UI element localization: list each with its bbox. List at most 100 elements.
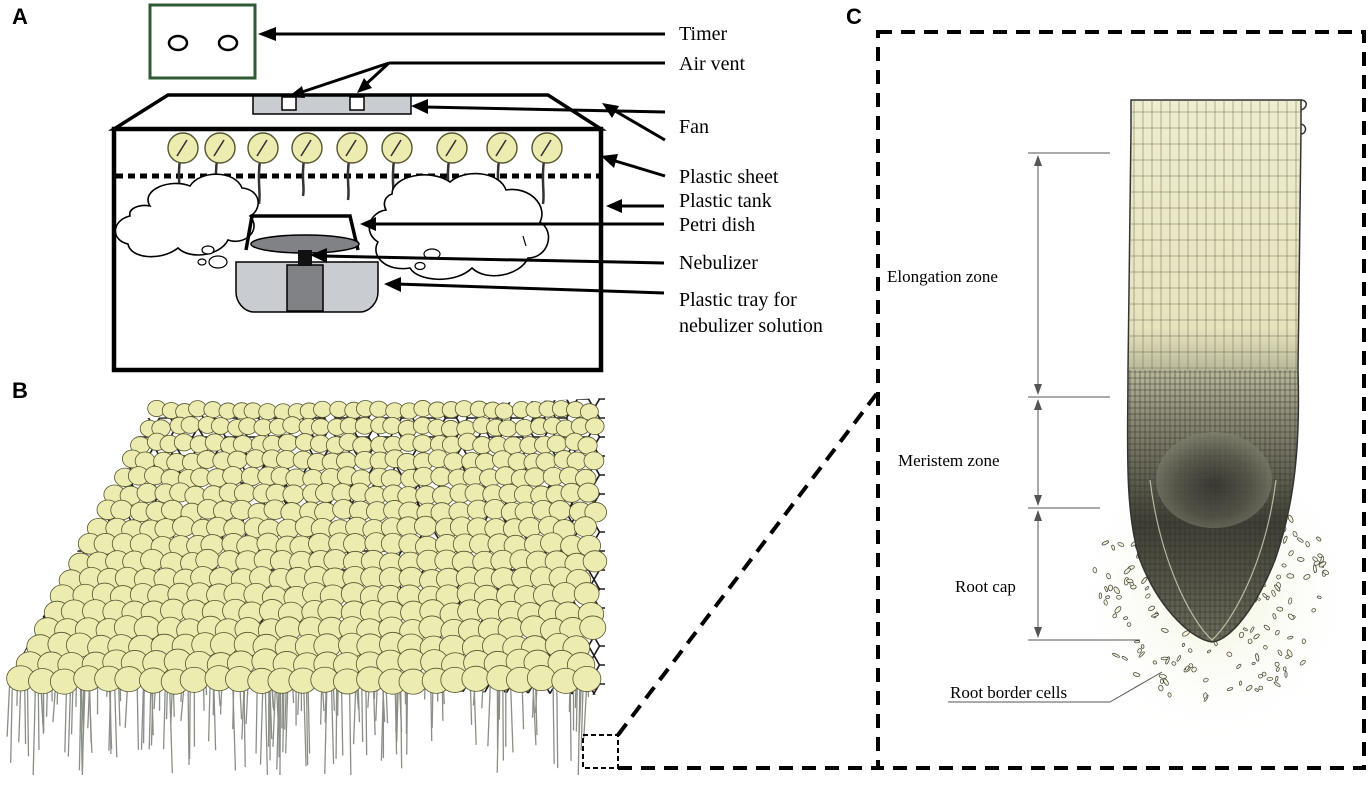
border-cell	[1263, 624, 1270, 631]
border-cell	[1114, 606, 1122, 614]
border-cell	[1185, 665, 1190, 671]
border-cell	[1311, 608, 1317, 613]
seed	[436, 132, 468, 164]
seed	[369, 400, 389, 418]
border-cell	[1292, 531, 1298, 538]
border-cell	[1255, 653, 1260, 662]
border-cell	[1112, 613, 1118, 619]
border-cell	[1203, 692, 1208, 699]
seed	[546, 434, 567, 453]
border-cell	[1111, 544, 1116, 551]
border-cell	[1251, 661, 1256, 665]
label-fan: Fan	[679, 116, 709, 138]
quiescent-center	[1156, 432, 1272, 528]
seed	[497, 419, 518, 438]
border-cell	[1243, 627, 1248, 632]
border-cell	[1322, 569, 1330, 575]
border-cell	[1126, 578, 1134, 584]
seed	[204, 132, 236, 164]
mist-bubble	[201, 245, 215, 255]
root-hair	[79, 685, 83, 772]
seed	[110, 499, 133, 521]
border-cell	[1187, 648, 1193, 653]
border-cell	[1161, 627, 1169, 633]
root-hair	[180, 689, 185, 722]
seed	[524, 467, 546, 487]
border-cell	[1123, 616, 1128, 620]
fan-bar	[252, 95, 412, 115]
border-cell	[1287, 514, 1294, 523]
border-cell	[1286, 573, 1295, 579]
mist-bubble	[208, 255, 228, 269]
seed	[313, 400, 332, 418]
label-plastic-sheet: Plastic sheet	[679, 166, 779, 188]
panel-a-apparatus: Timer Air vent Fan Plastic sheet Plastic…	[107, 3, 823, 373]
seed	[180, 416, 201, 434]
border-cell	[1318, 561, 1327, 568]
root-hair	[165, 688, 169, 720]
border-cell	[1297, 537, 1304, 543]
root-hair	[496, 689, 500, 773]
border-cell	[1092, 567, 1098, 574]
border-cell	[1266, 677, 1274, 681]
seed	[247, 132, 279, 164]
border-cell	[1165, 656, 1170, 665]
border-cell	[1274, 661, 1280, 667]
label-tray-line2: nebulizer solution	[679, 315, 823, 337]
nebulizer-stem	[298, 250, 312, 266]
border-cell	[1316, 595, 1322, 599]
label-tray-line1: Plastic tray for	[679, 289, 797, 311]
root-hair	[556, 685, 559, 769]
root-hair	[148, 686, 152, 750]
seed	[277, 433, 298, 452]
seed-radicle	[257, 159, 262, 205]
seed	[282, 484, 305, 505]
root-hair	[279, 689, 282, 776]
timer-box	[148, 3, 257, 80]
petri-dish	[244, 214, 360, 251]
root-hair	[578, 686, 582, 733]
border-cell	[1316, 536, 1322, 542]
seed	[282, 416, 302, 434]
border-cell	[1163, 678, 1169, 686]
seed	[172, 516, 196, 538]
border-cell	[1105, 595, 1110, 600]
border-cell	[1167, 692, 1172, 698]
seed	[585, 417, 605, 435]
root-hair	[487, 678, 492, 747]
seed	[179, 666, 209, 693]
border-cell	[1275, 667, 1280, 672]
root-hair	[552, 678, 555, 764]
border-cell	[1203, 677, 1209, 683]
border-cell	[1287, 635, 1294, 640]
panel-c-frame	[876, 30, 1366, 770]
root-hair	[26, 676, 30, 757]
label-root-border-cells: Root border cells	[950, 683, 1067, 702]
mist-cloud-right	[368, 172, 550, 280]
border-cell	[1247, 638, 1253, 645]
border-cell	[1236, 663, 1242, 669]
seed-radicle	[301, 159, 306, 197]
border-cell	[1188, 663, 1194, 668]
root-hair	[330, 689, 335, 765]
seed	[210, 417, 231, 435]
border-cell	[1126, 622, 1132, 627]
mist-bubble	[197, 258, 207, 266]
seed	[413, 515, 438, 537]
border-cell	[1104, 586, 1108, 593]
border-cell	[1112, 653, 1120, 658]
border-cell	[1281, 563, 1287, 568]
root-hair	[583, 689, 588, 739]
border-cell	[1313, 564, 1317, 574]
border-cell	[1303, 574, 1311, 580]
seed	[461, 665, 491, 692]
border-cell	[1191, 666, 1197, 673]
seed	[232, 435, 253, 454]
root-hair	[109, 683, 112, 754]
border-cell	[1297, 557, 1305, 562]
root-hair	[188, 687, 191, 760]
border-cell	[1305, 541, 1310, 548]
border-cell	[1226, 687, 1234, 692]
border-cell	[1301, 638, 1306, 645]
panel-letter-c: C	[846, 4, 862, 29]
